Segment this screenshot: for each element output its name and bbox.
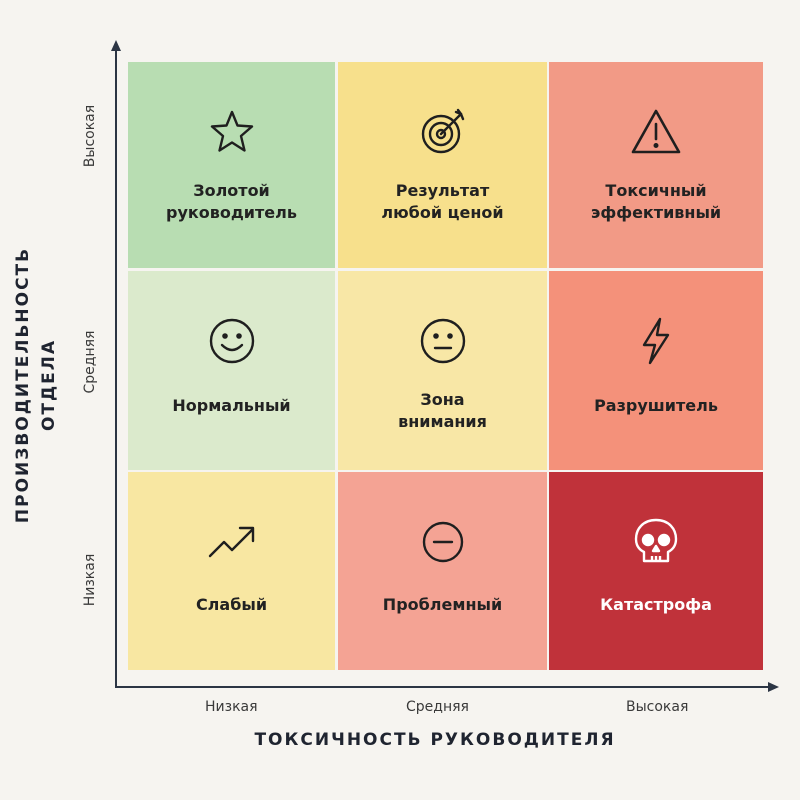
quadrant-label-line1: Токсичный (605, 181, 707, 200)
quadrant-label: Токсичный эффективный (549, 180, 763, 224)
quadrant-0-0: Золотой руководитель (128, 62, 335, 268)
x-axis-arrow (768, 682, 779, 692)
quadrant-label: Проблемный (338, 594, 547, 616)
quadrant-label: Слабый (128, 594, 335, 616)
x-axis-line (115, 686, 771, 688)
y-axis-title-line1: ПРОИЗВОДИТЕЛЬНОСТЬ (13, 246, 33, 524)
quadrant-label-line1: Разрушитель (594, 396, 718, 415)
quadrant-label: Результат любой ценой (338, 180, 547, 224)
y-tick-medium: Средняя (82, 330, 98, 394)
y-tick-high: Высокая (82, 104, 98, 168)
quadrant-label-line1: Золотой (193, 181, 270, 200)
quadrant-1-1: Зона внимания (338, 271, 547, 470)
quadrant-label-line1: Нормальный (172, 396, 291, 415)
skull-icon (630, 516, 682, 568)
x-axis-title: ТОКСИЧНОСТЬ РУКОВОДИТЕЛЯ (254, 730, 616, 750)
quadrant-label-line1: Слабый (195, 595, 268, 614)
quadrant-label: Зона внимания (338, 389, 547, 433)
quadrant-label: Разрушитель (549, 395, 763, 417)
trend-up-icon (206, 516, 258, 568)
lightning-icon (630, 315, 682, 367)
quadrant-0-1: Результат любой ценой (338, 62, 547, 268)
neutral-face-icon (417, 315, 469, 367)
x-tick-high: Высокая (626, 699, 689, 715)
minus-circle-icon (417, 516, 469, 568)
smile-icon (206, 315, 258, 367)
quadrant-label: Нормальный (128, 395, 335, 417)
y-axis-title: ПРОИЗВОДИТЕЛЬНОСТЬ ОТДЕЛА (10, 195, 70, 575)
quadrant-label-line1: Катастрофа (600, 595, 712, 614)
quadrant-label-line2: эффективный (590, 203, 722, 222)
y-axis-arrow (111, 40, 121, 51)
y-axis-line (115, 48, 117, 688)
quadrant-label-line2: любой ценой (381, 203, 504, 222)
quadrant-label: Золотой руководитель (128, 180, 335, 224)
quadrant-2-0: Слабый (128, 472, 335, 670)
quadrant-1-0: Нормальный (128, 271, 335, 470)
quadrant-label-line2: руководитель (166, 203, 297, 222)
quadrant-1-2: Разрушитель (549, 271, 763, 470)
quadrant-2-2: Катастрофа (549, 472, 763, 670)
quadrant-label-line1: Проблемный (382, 595, 503, 614)
quadrant-label-line1: Зона (420, 390, 465, 409)
y-axis-title-line2: ОТДЕЛА (39, 338, 59, 432)
x-tick-low: Низкая (205, 699, 258, 715)
quadrant-label: Катастрофа (549, 594, 763, 616)
target-icon (417, 106, 469, 158)
quadrant-label-line1: Результат (395, 181, 490, 200)
quadrant-0-2: Токсичный эффективный (549, 62, 763, 268)
star-icon (206, 106, 258, 158)
warning-icon (630, 106, 682, 158)
y-tick-low: Низкая (82, 553, 98, 607)
quadrant-2-1: Проблемный (338, 472, 547, 670)
quadrant-label-line2: внимания (398, 412, 487, 431)
x-tick-medium: Средняя (406, 699, 469, 715)
